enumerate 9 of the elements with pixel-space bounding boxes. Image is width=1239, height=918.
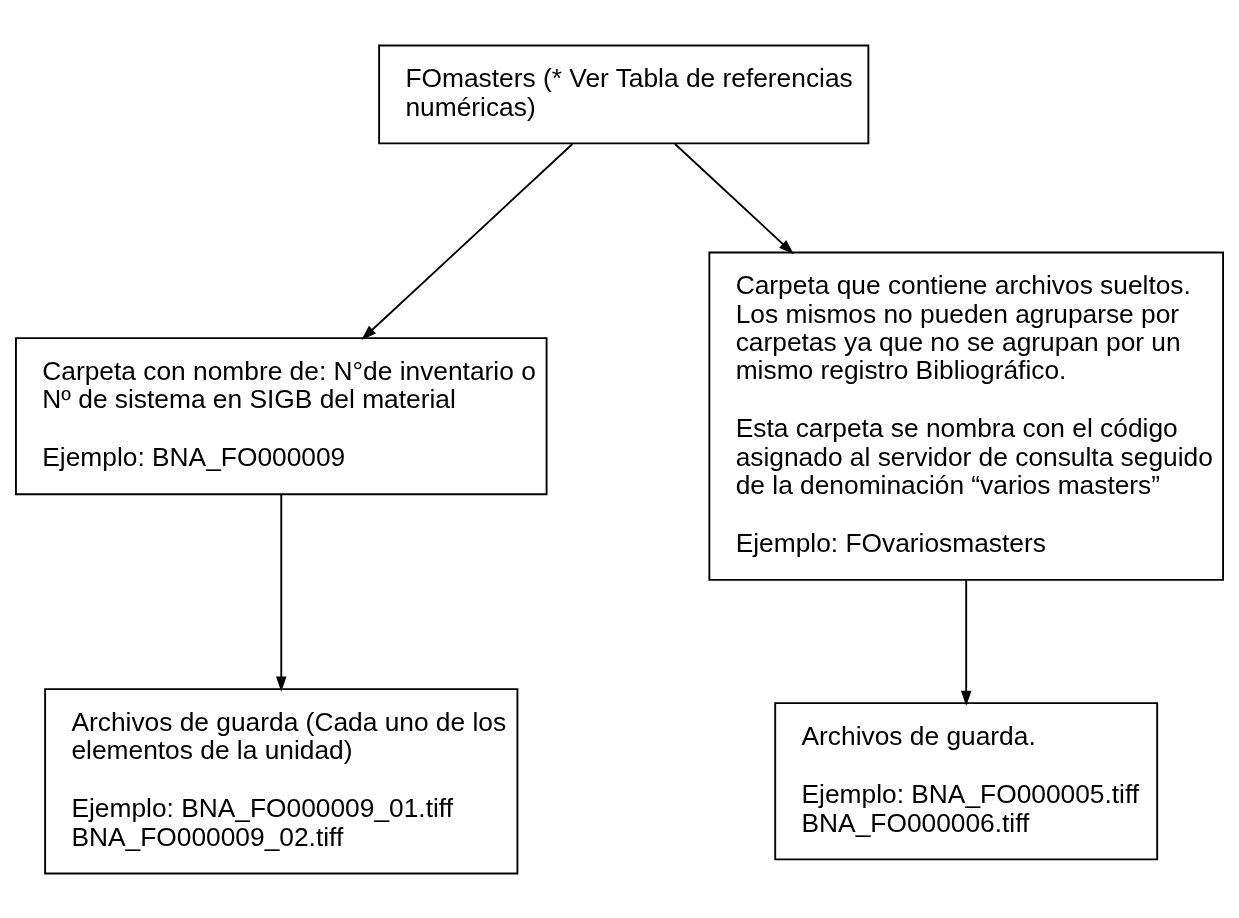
node-box: FOmasters (* Ver Tabla de referencias numéricas) — [378, 44, 870, 144]
arrow — [674, 142, 794, 254]
arrow — [361, 142, 574, 340]
node-box: Carpeta con nombre de: N°de inventario o Nº de sistema en SIGB del material Ejemplo: BNA_FO000009 — [15, 336, 548, 495]
node-box: Archivos de guarda. Ejemplo: BNA_FO000005.tiff BNA_FO000006.tiff — [774, 701, 1159, 860]
node-box: Archivos de guarda (Cada uno de los elementos de la unidad) Ejemplo: BNA_FO000009_01.tiff BNA_FO000009_02.tiff — [44, 687, 519, 874]
node-box: Carpeta que contiene archivos sueltos. Los mismos no pueden agruparse por carpetas ya que no se agrupan por un mismo registro Bibliográfico. Esta carpeta se nombra con el código asignado al servidor de consulta seguido de la denominación “varios masters” Ejemplo: FOvariosmasters — [708, 251, 1224, 581]
arrow — [276, 493, 287, 692]
arrow — [960, 578, 972, 706]
